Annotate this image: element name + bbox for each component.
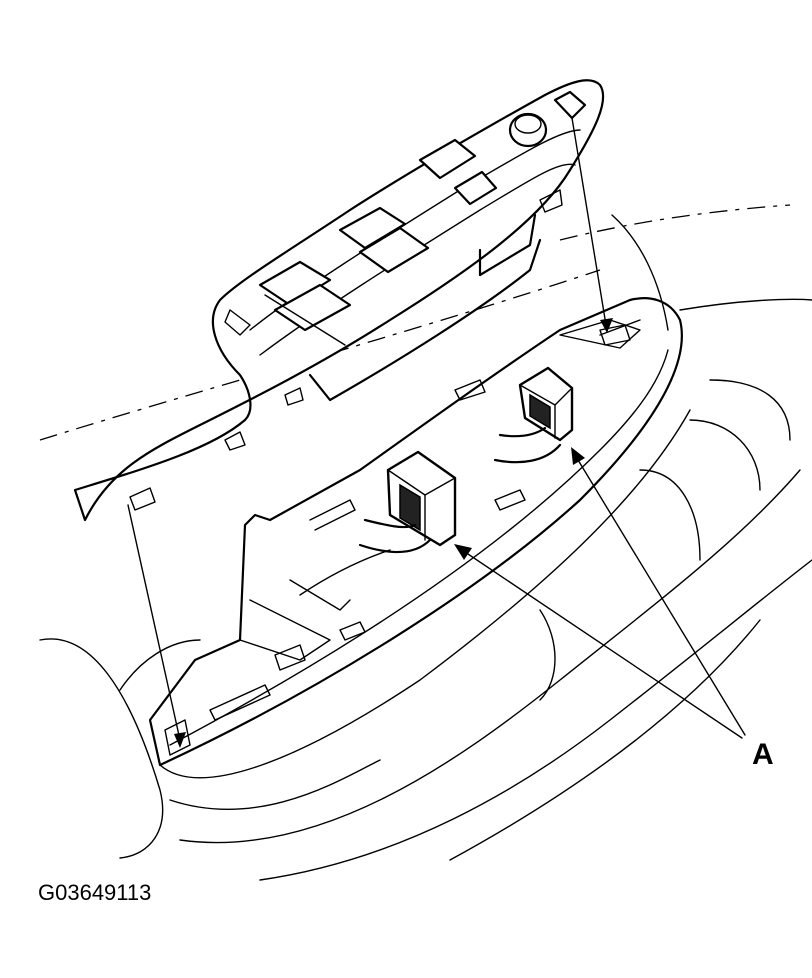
- alignment-lines: [127, 117, 613, 748]
- door-trim-surface: [39, 204, 812, 881]
- figure-id: G03649113: [38, 880, 152, 905]
- connector-left: [358, 450, 457, 554]
- leader-arrowhead-right: [571, 447, 585, 465]
- switch-panel-assembly: [73, 79, 605, 522]
- alignment-arrowhead-right: [600, 318, 613, 333]
- callout-label-a: A: [752, 738, 774, 771]
- leader-arrowhead-left: [454, 544, 472, 560]
- callout-leaders: [454, 447, 746, 739]
- connector-right: [493, 366, 574, 464]
- alignment-arrowhead-left: [174, 732, 186, 748]
- armrest-recess: [148, 297, 691, 779]
